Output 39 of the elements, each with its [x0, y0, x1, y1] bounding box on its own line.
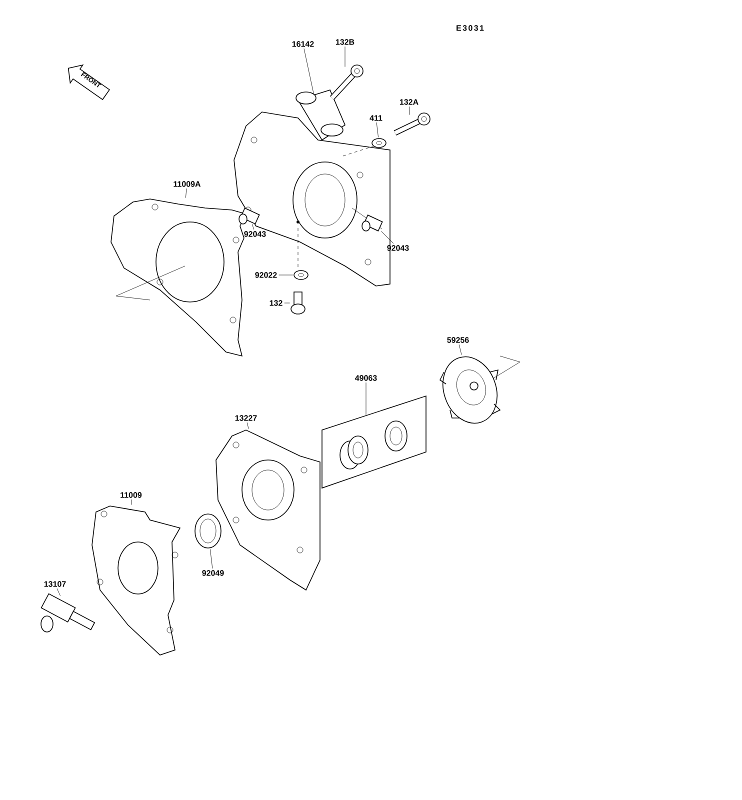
callout-number: 11009A	[174, 181, 201, 187]
leader-line	[304, 48, 314, 94]
callout-number: 49063	[355, 375, 377, 381]
leader-line	[246, 422, 249, 429]
callout-number: 92022	[255, 272, 277, 278]
leader-line	[252, 224, 254, 230]
callout-number: 132A	[400, 99, 418, 105]
bolt-drawing	[290, 292, 306, 314]
callout-number: 13227	[235, 415, 257, 421]
leader-line	[458, 344, 462, 355]
leader-line	[284, 302, 290, 304]
leader-line	[185, 188, 187, 198]
leader-line	[344, 46, 346, 67]
dowel-pin-drawing	[362, 214, 383, 232]
leader-line	[210, 549, 213, 569]
leader-line	[131, 499, 132, 505]
callout-number: 132	[270, 300, 282, 306]
bolt-drawing	[330, 64, 364, 100]
leader-line	[56, 588, 60, 596]
callout-number: 11009	[120, 492, 142, 498]
dowel-pin-drawing	[238, 208, 260, 224]
callout-number: 132B	[336, 39, 354, 45]
leader-line	[278, 274, 293, 276]
gasket-drawing	[92, 506, 181, 656]
callout-number: 59256	[447, 337, 469, 343]
callout-number: 92049	[202, 570, 224, 576]
washer-drawing	[294, 270, 308, 280]
drawing-code: E3031	[456, 25, 484, 31]
impeller-drawing	[439, 356, 501, 424]
leader-line	[376, 122, 379, 138]
leader-line	[381, 231, 394, 244]
bolt-drawing	[394, 112, 430, 136]
oil-seal-drawing	[194, 514, 222, 548]
callout-number: 411	[370, 115, 382, 121]
callout-number: 16142	[292, 41, 314, 47]
callout-number: 92043	[244, 231, 266, 237]
leader-line	[409, 106, 410, 115]
washer-drawing	[372, 138, 386, 148]
callout-number: 13107	[44, 581, 66, 587]
